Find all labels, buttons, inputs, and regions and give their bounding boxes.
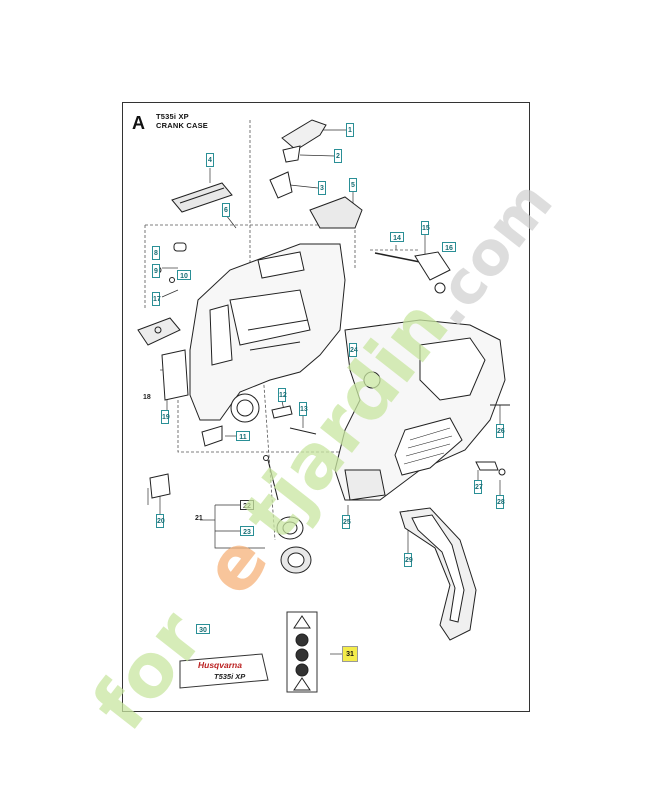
callout-5: 5 <box>349 178 357 192</box>
callout-27: 27 <box>474 480 483 494</box>
callout-19: 19 <box>161 410 170 424</box>
callout-14: 14 <box>390 232 404 242</box>
callout-4: 4 <box>206 153 214 167</box>
top-cover-part <box>281 119 327 151</box>
callout-17: 17 <box>152 292 161 306</box>
diagram-frame <box>122 102 530 712</box>
section-subtitle: CRANK CASE <box>156 121 209 130</box>
decal-model: T535i XP <box>214 672 246 681</box>
decal-brand: Husqvarna <box>198 660 242 670</box>
model-title: T535i XP <box>156 112 189 121</box>
callout-18: 18 <box>143 394 151 401</box>
callout-2: 2 <box>334 149 342 163</box>
callout-9: 9 <box>152 264 160 278</box>
callout-3: 3 <box>318 181 326 195</box>
callout-11: 11 <box>236 431 250 441</box>
callout-26: 26 <box>496 424 505 438</box>
callout-31: 31 <box>342 646 358 662</box>
section-letter: A <box>132 113 145 133</box>
callout-25: 25 <box>342 515 351 529</box>
callout-23: 23 <box>240 526 254 536</box>
filter-cover-part <box>309 196 363 229</box>
callout-16: 16 <box>442 242 456 252</box>
callout-20: 20 <box>156 514 165 528</box>
decal-part <box>179 653 269 689</box>
callout-12: 12 <box>278 388 287 402</box>
callout-21: 21 <box>195 515 203 522</box>
callout-29: 29 <box>404 553 413 567</box>
callout-24: 24 <box>349 343 358 357</box>
callout-13: 13 <box>299 402 308 416</box>
callout-10: 10 <box>177 270 191 280</box>
assembly-line <box>177 400 345 453</box>
callout-6: 6 <box>222 203 230 217</box>
callout-30: 30 <box>196 624 210 634</box>
callout-8: 8 <box>152 246 160 260</box>
callout-1: 1 <box>346 123 354 137</box>
callout-28: 28 <box>496 495 505 509</box>
callout-22: 22 <box>240 500 254 510</box>
callout-15: 15 <box>421 221 430 235</box>
